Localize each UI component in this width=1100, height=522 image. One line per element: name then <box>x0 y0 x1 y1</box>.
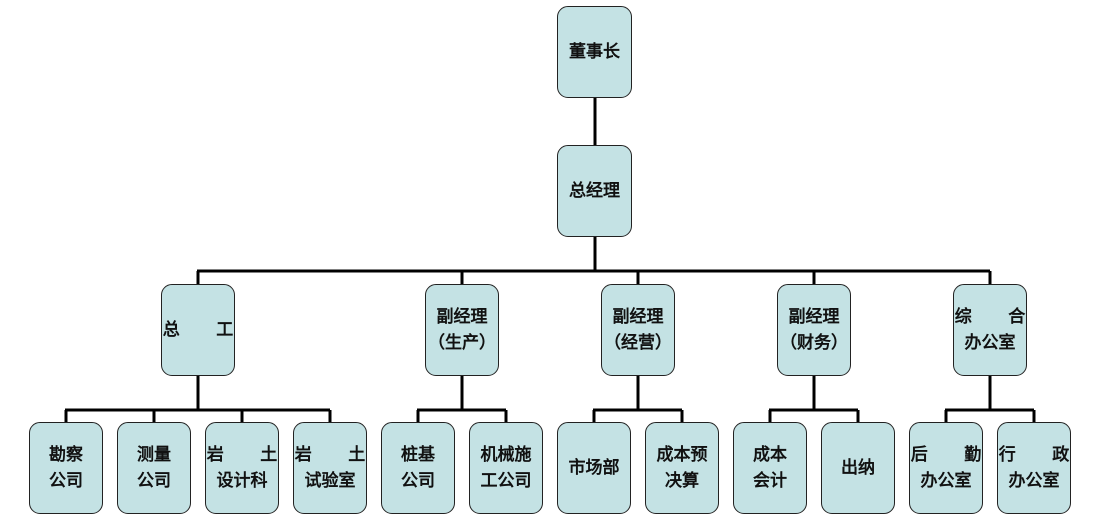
node-geotech-test-lab: 岩 土 试验室 <box>293 422 367 514</box>
node-label-line1: 成本预 <box>656 444 708 465</box>
node-admin-office: 行 政 办公室 <box>997 422 1071 514</box>
node-label-line1: 桩基 <box>401 444 435 465</box>
node-label-line1: 成本 <box>753 444 787 465</box>
node-general-office: 综 合 办公室 <box>953 284 1027 376</box>
node-survey-company: 勘察 公司 <box>29 422 103 514</box>
node-label-line2: 公司 <box>401 471 435 491</box>
node-label-line1: 行 政 <box>998 444 1085 465</box>
node-label: 出纳 <box>841 457 875 478</box>
node-label-line1: 副经理 <box>436 306 488 327</box>
node-label-line2: 公司 <box>49 471 83 491</box>
node-deputy-manager-finance: 副经理 （财务） <box>777 284 851 376</box>
node-logistics-office: 后 勤 办公室 <box>909 422 983 514</box>
node-label-line2: 试验室 <box>304 471 356 491</box>
node-label-line2: 公司 <box>137 471 171 491</box>
node-label-line2: 工公司 <box>480 471 532 491</box>
node-chairman: 董事长 <box>557 6 632 98</box>
node-label: 市场部 <box>568 457 620 478</box>
node-cost-budget: 成本预 决算 <box>645 422 719 514</box>
node-deputy-manager-operations: 副经理 （经营） <box>601 284 675 376</box>
node-measurement-company: 测量 公司 <box>117 422 191 514</box>
node-label-line1: 副经理 <box>788 306 840 327</box>
node-label-line1: 综 合 <box>954 306 1041 327</box>
node-market-department: 市场部 <box>557 422 631 514</box>
node-label-line2: 决算 <box>665 471 699 491</box>
node-label-line1: 岩 土 <box>294 444 381 465</box>
node-label-line2: （经营） <box>604 333 672 353</box>
node-label: 董事长 <box>569 41 620 62</box>
node-deputy-manager-production: 副经理 （生产） <box>425 284 499 376</box>
node-pile-foundation-company: 桩基 公司 <box>381 422 455 514</box>
node-chief-engineer: 总 工 <box>161 284 235 376</box>
node-label-line1: 机械施 <box>480 444 532 465</box>
node-label-line2: 会计 <box>753 471 787 491</box>
node-label: 总 工 <box>162 319 249 340</box>
node-label-line1: 副经理 <box>612 306 664 327</box>
node-label-line2: （财务） <box>780 333 848 353</box>
node-label: 总经理 <box>569 180 620 201</box>
node-label-line2: 办公室 <box>1008 471 1060 491</box>
node-label-line1: 测量 <box>137 444 171 465</box>
node-cashier: 出纳 <box>821 422 895 514</box>
node-machinery-construction-company: 机械施 工公司 <box>469 422 543 514</box>
node-label-line1: 岩 土 <box>206 444 293 465</box>
node-label-line1: 后 勤 <box>910 444 997 465</box>
node-label-line1: 勘察 <box>49 444 83 465</box>
node-label-line2: 设计科 <box>216 471 268 491</box>
node-label-line2: 办公室 <box>920 471 972 491</box>
node-geotech-design-section: 岩 土 设计科 <box>205 422 279 514</box>
node-label-line2: 办公室 <box>964 333 1016 353</box>
node-label-line2: （生产） <box>428 333 496 353</box>
node-cost-accounting: 成本 会计 <box>733 422 807 514</box>
node-general-manager: 总经理 <box>557 145 632 237</box>
